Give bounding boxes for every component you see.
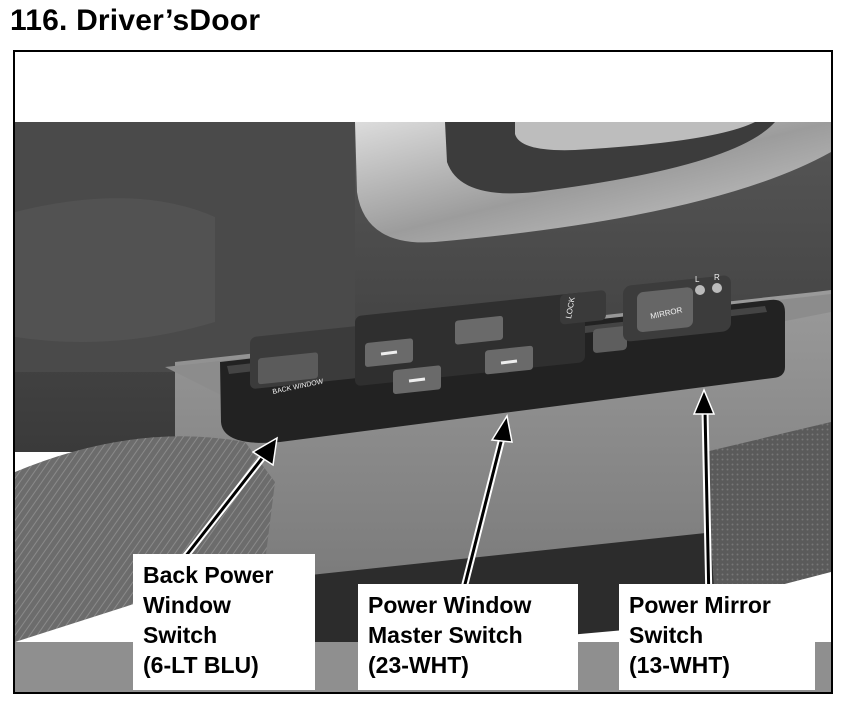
lock-switch	[560, 290, 606, 325]
mirror-selector-l	[695, 285, 705, 295]
window-switch-4	[485, 345, 533, 375]
callout-power-window-master-switch: Power Window Master Switch (23-WHT)	[358, 584, 578, 690]
pointer-arrow-master	[459, 413, 513, 593]
callout-line: Switch	[629, 622, 704, 648]
mirror-l-label: L	[695, 275, 700, 284]
window-switch-2-mark	[408, 377, 426, 383]
lock-label: LOCK	[564, 296, 577, 320]
callout-line: Power Window	[368, 592, 532, 618]
speaker-grille	[705, 422, 831, 602]
door-handle-lever	[515, 122, 755, 151]
callout-line: Back Power	[143, 562, 274, 588]
pointer-arrow-back-window	[182, 436, 278, 560]
window-switch-3	[455, 316, 503, 345]
mirror-selector-r	[712, 283, 722, 293]
pointer-arrow-mirror	[692, 388, 716, 603]
window-lock-button	[593, 326, 627, 353]
callout-line: Master Switch	[368, 622, 523, 648]
callout-line: Switch	[143, 622, 218, 648]
back-window-switch-cap	[258, 352, 318, 385]
callout-line: (6-LT BLU)	[143, 652, 259, 678]
callout-line: Power Mirror	[629, 592, 771, 618]
callout-line: (23-WHT)	[368, 652, 469, 678]
callout-power-mirror-switch: Power Mirror Switch (13-WHT)	[619, 584, 815, 690]
callout-line: Window	[143, 592, 231, 618]
callout-back-power-window-switch: Back Power Window Switch (6-LT BLU)	[133, 554, 315, 690]
photo-frame: BACK WINDOW LOCK MIRROR L R Back Power W…	[13, 50, 833, 694]
window-switch-4-mark	[500, 359, 518, 365]
mirror-r-label: R	[714, 273, 720, 282]
fabric-insert	[15, 436, 275, 642]
mirror-switch-knob	[637, 287, 693, 333]
callout-line: (13-WHT)	[629, 652, 730, 678]
trim-contour	[15, 198, 215, 342]
door-panel-photo: BACK WINDOW LOCK MIRROR L R	[15, 122, 831, 692]
window-switch-1-mark	[380, 350, 398, 356]
page-title: 116. Driver’sDoor	[10, 4, 261, 37]
